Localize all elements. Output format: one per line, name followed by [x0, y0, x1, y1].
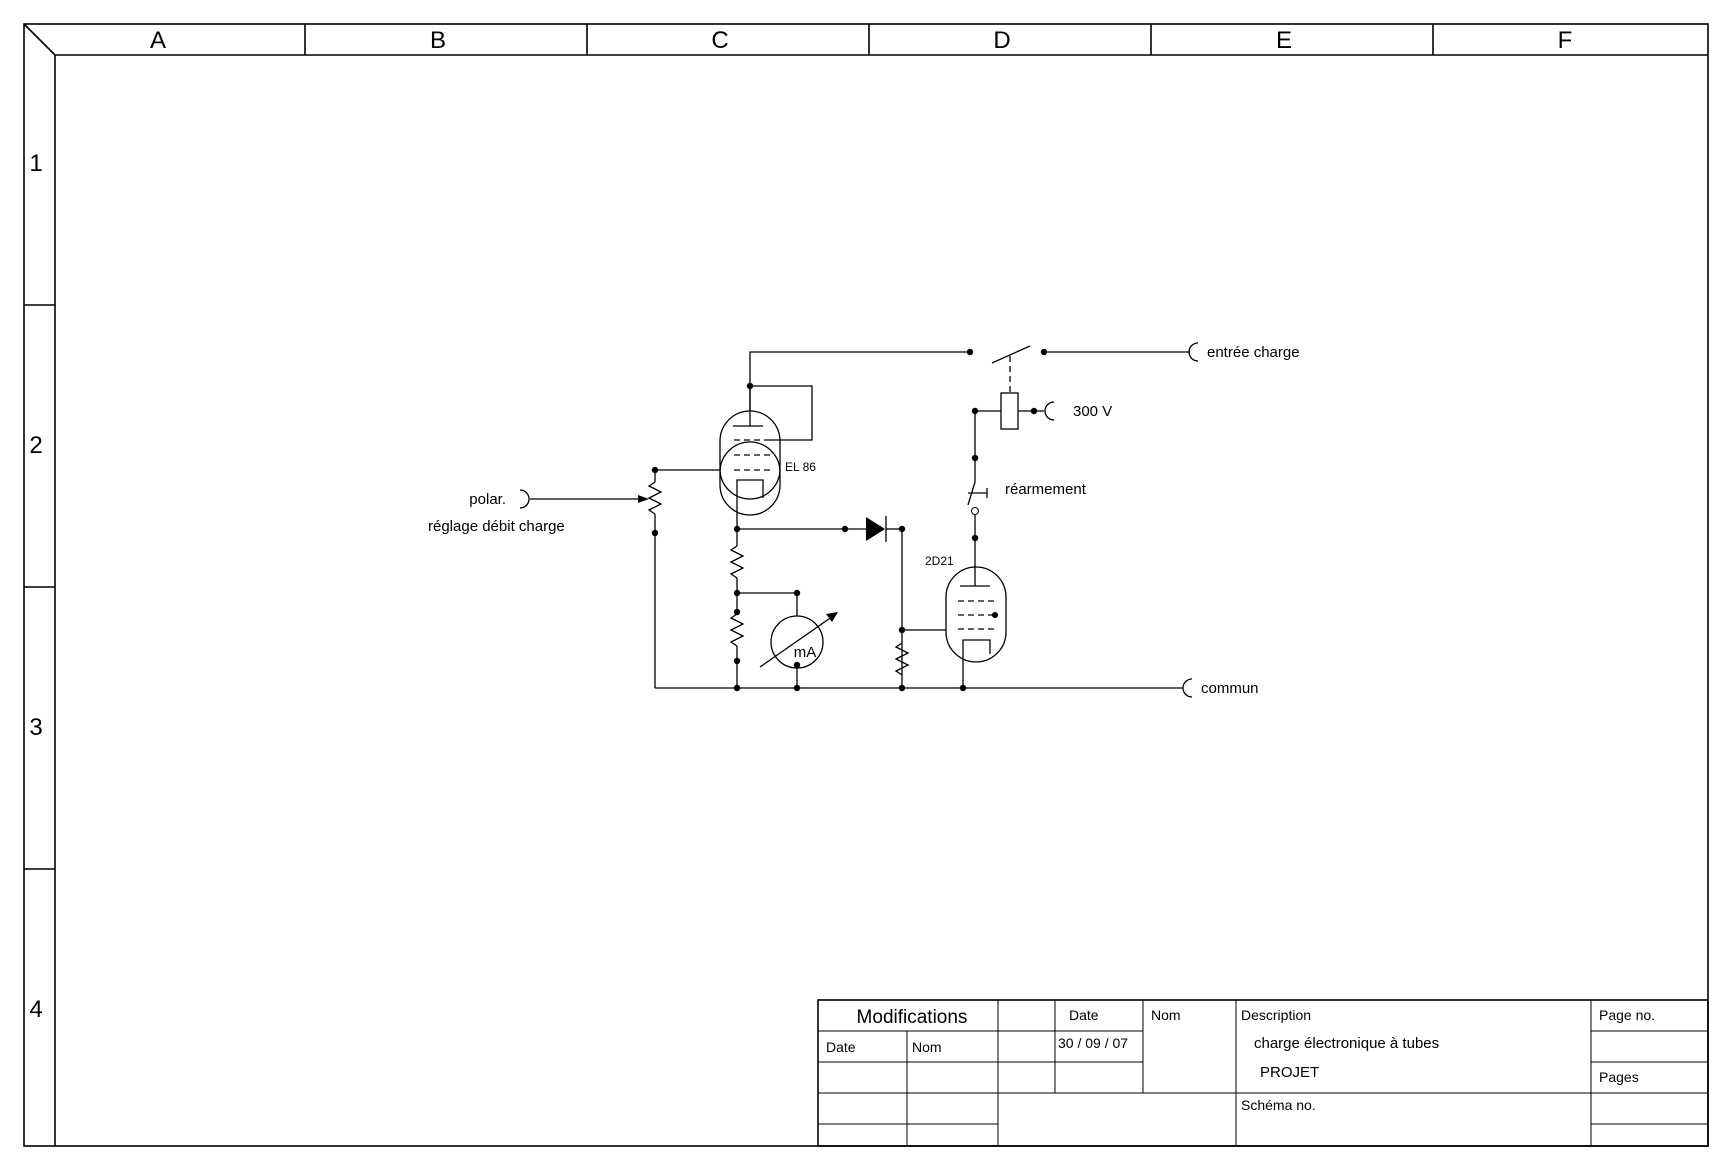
circuit: entrée charge 300 V réarmement: [428, 342, 1300, 698]
meter-label: mA: [794, 644, 817, 661]
tube-2d21: [902, 566, 1007, 692]
diode: [737, 516, 910, 688]
column-label-a: A: [150, 27, 166, 54]
column-labels: A B C D E F: [150, 27, 1572, 54]
input-terminal-label: entrée charge: [1207, 344, 1300, 361]
reset-button-symbol: [967, 454, 988, 567]
title-block: [817, 999, 1709, 1147]
schema-no-label: Schéma no.: [1241, 1097, 1316, 1113]
modifications-date-header: Date: [826, 1039, 856, 1055]
tube-el86: [655, 382, 813, 529]
modifications-name-header: Nom: [912, 1039, 942, 1055]
common-terminal-label: commun: [1201, 680, 1259, 697]
status-value: PROJET: [1260, 1064, 1319, 1081]
supply-terminal-label: 300 V: [1073, 403, 1112, 420]
drawing-frame: [23, 23, 1709, 1147]
row-label-1: 1: [29, 150, 42, 177]
row-labels: 1 2 3 4: [29, 150, 42, 1023]
description-value: charge électronique à tubes: [1254, 1035, 1439, 1052]
date-header: Date: [1069, 1007, 1099, 1023]
adjust-label: réglage débit charge: [428, 518, 565, 535]
reset-label: réarmement: [1005, 481, 1087, 498]
milliammeter: [759, 612, 838, 669]
tube-2d21-label: 2D21: [925, 554, 954, 568]
column-label-f: F: [1558, 27, 1573, 54]
row-label-3: 3: [29, 714, 42, 741]
input-line: [749, 342, 1199, 410]
polar-label: polar.: [469, 491, 506, 508]
date-value: 30 / 09 / 07: [1058, 1035, 1128, 1051]
column-label-c: C: [711, 27, 728, 54]
bias-potentiometer: [519, 466, 663, 688]
pages-label: Pages: [1599, 1069, 1639, 1085]
relay-coil: [971, 356, 1055, 458]
modifications-header: Modifications: [857, 1007, 968, 1028]
column-label-d: D: [993, 27, 1010, 54]
cathode-resistors: [729, 525, 801, 688]
common-rail: [655, 678, 1193, 698]
row-label-4: 4: [29, 996, 42, 1023]
description-label: Description: [1241, 1007, 1311, 1023]
tube-el86-label: EL 86: [785, 460, 816, 474]
column-label-e: E: [1276, 27, 1292, 54]
page-no-label: Page no.: [1599, 1007, 1655, 1023]
row-label-2: 2: [29, 432, 42, 459]
name-header: Nom: [1151, 1007, 1181, 1023]
column-label-b: B: [430, 27, 446, 54]
